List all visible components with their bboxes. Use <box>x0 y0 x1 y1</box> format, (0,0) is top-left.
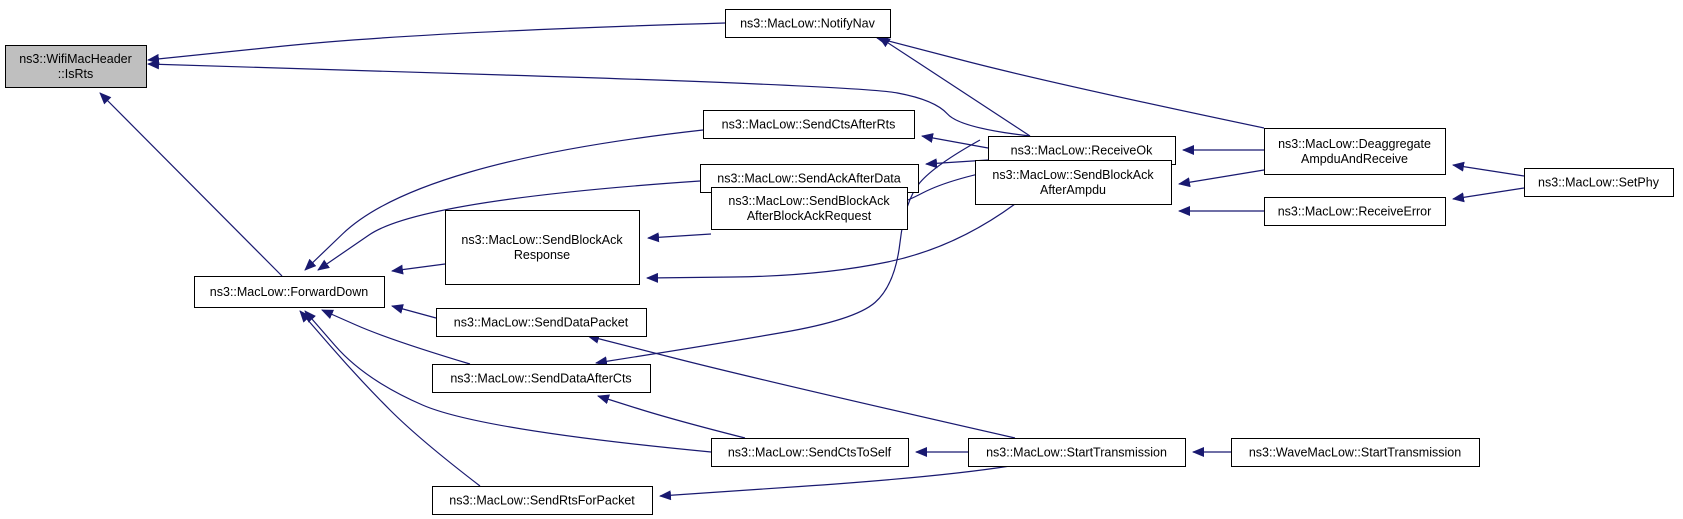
node-label-starttransmission-line-0: ns3::MacLow::StartTransmission <box>986 446 1167 460</box>
node-box-sendblockackafterbar <box>711 187 908 230</box>
node-box-starttransmission <box>968 438 1186 467</box>
node-label-setphy-line-0: ns3::MacLow::SetPhy <box>1538 176 1660 190</box>
node-wavestarttransmission[interactable]: ns3::WaveMacLow::StartTransmission <box>1231 438 1480 467</box>
node-sendblockackafterbar[interactable]: ns3::MacLow::SendBlockAckAfterBlockAckRe… <box>711 187 908 230</box>
call-edge-forwarddown-to-isrts <box>99 92 283 277</box>
node-label-receiveok-line-0: ns3::MacLow::ReceiveOk <box>1011 144 1153 158</box>
node-box-sendblockackafterampdu <box>975 160 1172 205</box>
node-label-sendctstoself-line-0: ns3::MacLow::SendCtsToSelf <box>728 446 892 460</box>
node-label-senddatapacket-line-0: ns3::MacLow::SendDataPacket <box>454 316 629 330</box>
call-edge-setphy-to-receiveerror <box>1452 187 1525 203</box>
node-label-sendblockackresponse-line-1: Response <box>514 248 570 262</box>
call-edge-sendctstoself-to-forwarddown <box>304 310 712 453</box>
call-edge-sendrtsforpacket-to-forwarddown <box>299 310 481 487</box>
call-edge-receiveok-to-sendctsafterrts <box>921 133 989 149</box>
call-edge-deaggregate-to-notifynav <box>876 35 1265 129</box>
node-sendctsafterrts[interactable]: ns3::MacLow::SendCtsAfterRts <box>703 110 915 139</box>
node-box-sendrtsforpacket <box>432 486 653 515</box>
call-edge-receiveok-to-isrts <box>147 59 1031 137</box>
call-edge-senddatapacket-to-forwarddown <box>391 304 437 319</box>
call-edge-sendctsafterrts-to-forwarddown <box>304 129 704 271</box>
node-box-deaggregate <box>1264 128 1446 175</box>
node-senddataaftercts[interactable]: ns3::MacLow::SendDataAfterCts <box>432 364 651 393</box>
node-box-receiveok <box>988 136 1176 165</box>
node-label-forwarddown-line-0: ns3::MacLow::ForwardDown <box>210 285 368 299</box>
call-edge-sendblockackafterampdu-to-sendblockackresponse <box>646 203 1016 283</box>
call-edge-starttransmission-to-senddatapacket <box>587 333 1016 439</box>
node-receiveok[interactable]: ns3::MacLow::ReceiveOk <box>988 136 1176 165</box>
call-edge-setphy-to-deaggregate <box>1452 161 1525 177</box>
call-edge-starttransmission-to-sendrtsforpacket <box>659 465 1011 501</box>
node-layer: ns3::WifiMacHeader::IsRtsns3::MacLow::Fo… <box>5 9 1674 515</box>
node-label-receiveerror-line-0: ns3::MacLow::ReceiveError <box>1278 205 1432 219</box>
node-label-sendrtsforpacket-line-0: ns3::MacLow::SendRtsForPacket <box>449 494 635 508</box>
node-label-isrts-line-1: ::IsRts <box>58 67 93 81</box>
call-edge-senddataaftercts-to-forwarddown <box>321 309 471 365</box>
node-box-wavestarttransmission <box>1231 438 1480 467</box>
call-edge-receiveok-to-senddataaftercts <box>595 139 981 367</box>
node-setphy[interactable]: ns3::MacLow::SetPhy <box>1524 168 1674 197</box>
node-label-senddataaftercts-line-0: ns3::MacLow::SendDataAfterCts <box>450 372 631 386</box>
edge-layer <box>99 22 1525 501</box>
node-sendctstoself[interactable]: ns3::MacLow::SendCtsToSelf <box>711 438 909 467</box>
node-label-sendctsafterrts-line-0: ns3::MacLow::SendCtsAfterRts <box>722 118 896 132</box>
node-isrts: ns3::WifiMacHeader::IsRts <box>5 45 147 88</box>
node-label-sendblockackafterampdu-line-1: AfterAmpdu <box>1040 183 1106 197</box>
call-edge-sendctstoself-to-senddataaftercts <box>597 394 746 439</box>
node-label-sendackafterdata-line-0: ns3::MacLow::SendAckAfterData <box>717 172 900 186</box>
node-box-sendctstoself <box>711 438 909 467</box>
node-label-sendblockackafterbar-line-1: AfterBlockAckRequest <box>747 209 872 223</box>
node-box-senddatapacket <box>436 308 647 337</box>
node-box-sendctsafterrts <box>703 110 915 139</box>
node-label-sendblockackafterampdu-line-0: ns3::MacLow::SendBlockAck <box>992 168 1154 182</box>
node-label-isrts-line-0: ns3::WifiMacHeader <box>19 52 132 66</box>
call-edge-sendackafterdata-to-forwarddown <box>317 180 701 271</box>
node-forwarddown[interactable]: ns3::MacLow::ForwardDown <box>194 276 385 308</box>
node-box-forwarddown <box>194 276 385 308</box>
node-label-sendblockackresponse-line-0: ns3::MacLow::SendBlockAck <box>461 233 623 247</box>
node-box-senddataaftercts <box>432 364 651 393</box>
node-receiveerror[interactable]: ns3::MacLow::ReceiveError <box>1264 197 1446 226</box>
node-box-isrts <box>5 45 147 88</box>
node-sendrtsforpacket[interactable]: ns3::MacLow::SendRtsForPacket <box>432 486 653 515</box>
node-box-setphy <box>1524 168 1674 197</box>
call-edge-sendblockackresponse-to-forwarddown <box>391 263 446 275</box>
node-starttransmission[interactable]: ns3::MacLow::StartTransmission <box>968 438 1186 467</box>
node-box-notifynav <box>725 9 891 38</box>
call-edge-sendblockackafterbar-to-sendblockackresponse <box>647 232 712 243</box>
node-box-sendblockackresponse <box>445 210 640 285</box>
node-notifynav[interactable]: ns3::MacLow::NotifyNav <box>725 9 891 38</box>
node-label-wavestarttransmission-line-0: ns3::WaveMacLow::StartTransmission <box>1249 446 1461 460</box>
node-box-receiveerror <box>1264 197 1446 226</box>
call-edge-deaggregate-to-sendblockackafterampdu <box>1178 169 1265 188</box>
call-edge-notifynav-to-isrts <box>147 22 726 64</box>
node-label-sendblockackafterbar-line-0: ns3::MacLow::SendBlockAck <box>728 194 890 208</box>
node-senddatapacket[interactable]: ns3::MacLow::SendDataPacket <box>436 308 647 337</box>
node-label-deaggregate-line-0: ns3::MacLow::Deaggregate <box>1278 137 1431 151</box>
node-label-notifynav-line-0: ns3::MacLow::NotifyNav <box>740 17 876 31</box>
call-edge-receiveok-to-notifynav <box>878 36 1031 137</box>
node-label-deaggregate-line-1: AmpduAndReceive <box>1301 152 1408 166</box>
